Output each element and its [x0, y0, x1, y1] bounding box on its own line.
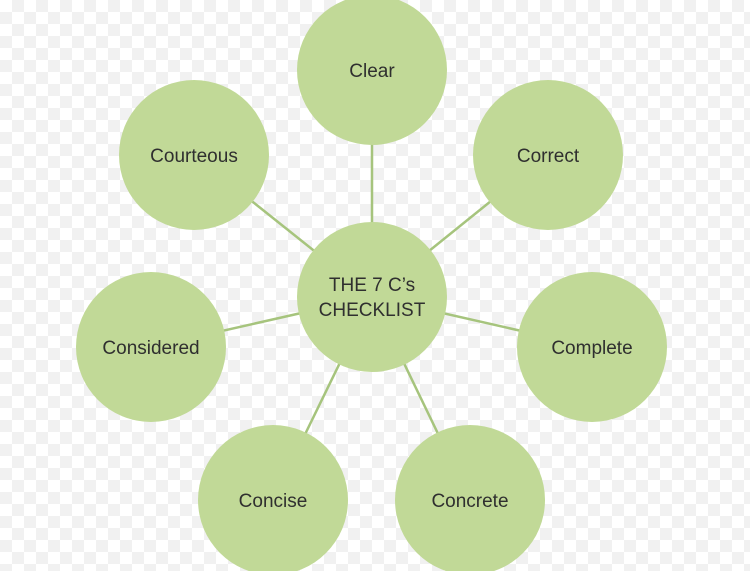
- hub-title-line2: CHECKLIST: [319, 300, 426, 321]
- hub-circle: [297, 222, 447, 372]
- node-clear-label: Clear: [349, 61, 395, 82]
- node-correct: Correct: [473, 80, 623, 230]
- node-considered-label: Considered: [102, 338, 199, 359]
- node-clear: Clear: [297, 0, 447, 145]
- node-clear-circle: [297, 0, 447, 145]
- node-concise-label: Concise: [239, 491, 308, 512]
- node-courteous: Courteous: [119, 80, 269, 230]
- node-considered: Considered: [76, 272, 226, 422]
- node-courteous-circle: [119, 80, 269, 230]
- node-courteous-label: Courteous: [150, 146, 238, 167]
- node-concise: Concise: [198, 425, 348, 571]
- node-concrete-circle: [395, 425, 545, 571]
- hub-title-line1: THE 7 C’s: [329, 275, 415, 296]
- node-considered-circle: [76, 272, 226, 422]
- node-complete-circle: [517, 272, 667, 422]
- node-concrete: Concrete: [395, 425, 545, 571]
- node-complete-label: Complete: [551, 338, 632, 359]
- node-correct-circle: [473, 80, 623, 230]
- node-correct-label: Correct: [517, 146, 580, 167]
- hub-node: THE 7 C’s CHECKLIST: [297, 222, 447, 372]
- node-concrete-label: Concrete: [431, 491, 508, 512]
- node-complete: Complete: [517, 272, 667, 422]
- node-concise-circle: [198, 425, 348, 571]
